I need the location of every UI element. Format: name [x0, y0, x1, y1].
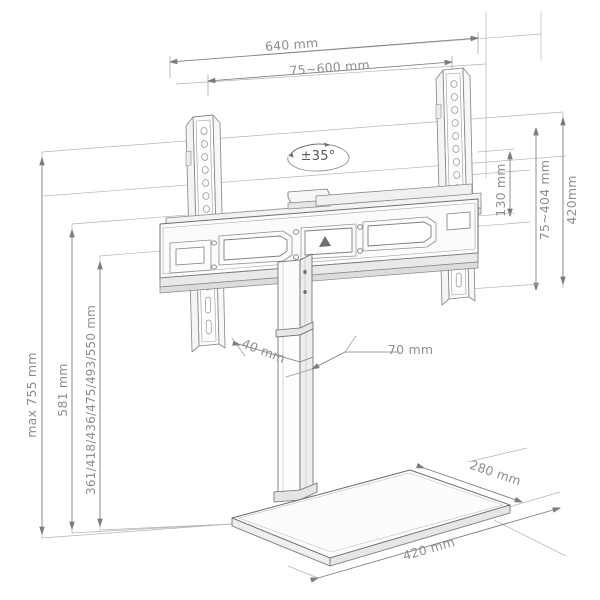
pole-dimension-leaders [231, 335, 399, 378]
dimension-height-steps [97, 261, 103, 527]
label-420-height: 420mm [564, 175, 579, 224]
label-280mm: 280 mm [468, 457, 523, 489]
label-640: 640 mm [264, 35, 318, 54]
support-pole [273, 253, 318, 503]
label-581: 581 mm [55, 363, 70, 416]
label-height-steps: 361/418/436/475/493/550 mm [84, 305, 98, 495]
label-swivel-angle: ±35° [301, 149, 336, 164]
dimension-420-width [310, 505, 562, 583]
glass-base-plate [231, 469, 511, 567]
dimension-280 [416, 463, 524, 505]
dimension-max-755 [39, 157, 45, 535]
dimension-130 [477, 148, 515, 217]
dimension-581 [69, 229, 75, 530]
bracket-upper-rail [315, 183, 473, 207]
label-max-755: max 755 mm [24, 352, 39, 437]
label-75-404: 75~404 mm [537, 160, 552, 240]
dimension-420-height [560, 117, 566, 285]
label-70mm: 70 mm [388, 342, 433, 357]
bracket-front-plate [159, 188, 479, 294]
swivel-indicator [287, 142, 350, 172]
dimension-640 [169, 31, 479, 79]
label-75-600: 75~600 mm [289, 57, 370, 78]
label-130: 130 mm [493, 163, 508, 216]
